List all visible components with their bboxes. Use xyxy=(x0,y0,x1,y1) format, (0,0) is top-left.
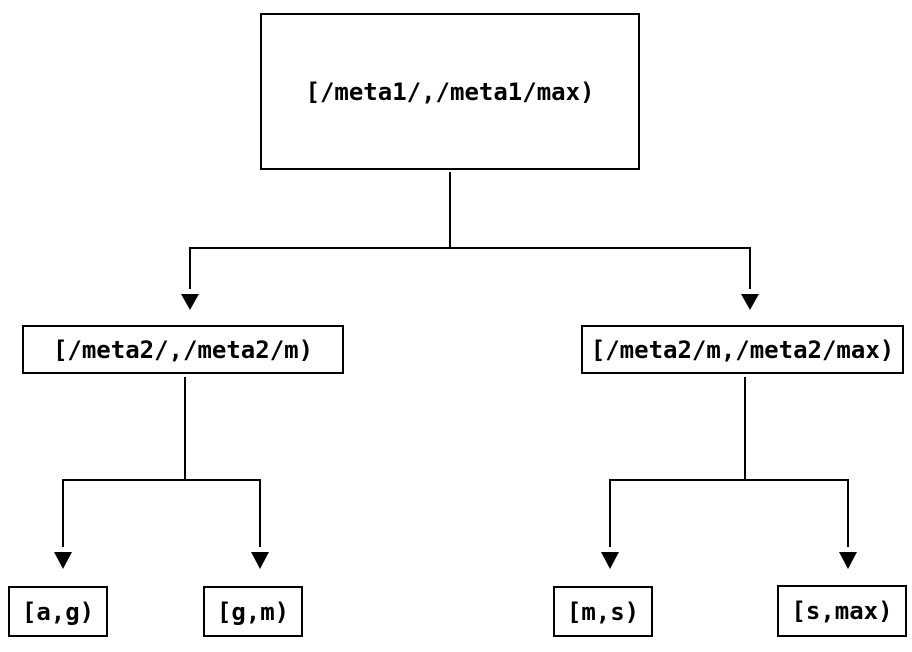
node-label: [g,m) xyxy=(216,597,290,626)
node-meta2-high: [/meta2/m,/meta2/max) xyxy=(581,325,904,374)
edges-from-root xyxy=(181,172,759,310)
node-leaf-gm: [g,m) xyxy=(203,586,303,637)
node-label: [/meta2/m,/meta2/max) xyxy=(590,335,895,364)
node-label: [/meta1/,/meta1/max) xyxy=(305,77,595,106)
edges-from-meta2-high xyxy=(601,377,857,569)
node-label: [m,s) xyxy=(566,597,640,626)
node-leaf-ms: [m,s) xyxy=(553,586,653,637)
arrowhead-down-icon xyxy=(181,294,199,310)
arrowhead-down-icon xyxy=(741,294,759,310)
arrowhead-down-icon xyxy=(54,552,72,569)
edges-from-meta2-low xyxy=(54,377,269,569)
node-label: [a,g) xyxy=(21,597,95,626)
node-meta2-low: [/meta2/,/meta2/m) xyxy=(22,325,344,374)
node-label: [s,max) xyxy=(791,597,893,625)
node-root: [/meta1/,/meta1/max) xyxy=(260,13,640,170)
node-leaf-ag: [a,g) xyxy=(8,586,108,637)
arrowhead-down-icon xyxy=(839,552,857,569)
node-label: [/meta2/,/meta2/m) xyxy=(52,335,314,364)
arrowhead-down-icon xyxy=(601,552,619,569)
arrowhead-down-icon xyxy=(251,552,269,569)
node-leaf-smax: [s,max) xyxy=(777,585,907,637)
